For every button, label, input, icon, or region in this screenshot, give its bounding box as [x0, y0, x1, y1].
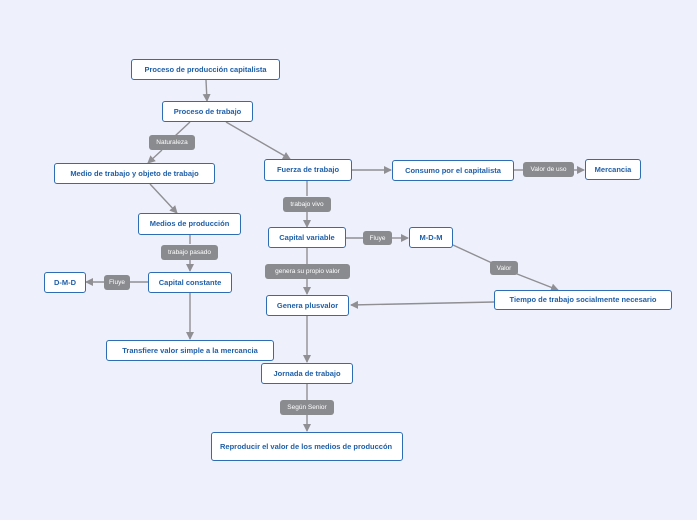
node-genera-plusvalor[interactable]: Genera plusvalor: [266, 295, 349, 316]
node-tiempo-trabajo-socialmente-necesario[interactable]: Tiempo de trabajo socialmente necesario: [494, 290, 672, 310]
tag-naturaleza[interactable]: Naturaleza: [149, 135, 195, 150]
edge-valor-to-tiempo: [511, 271, 559, 292]
node-proceso-produccion-capitalista[interactable]: Proceso de producción capitalista: [131, 59, 280, 80]
node-transfiere-valor-simple[interactable]: Transfiere valor simple a la mercancia: [106, 340, 274, 361]
tag-trabajo-vivo[interactable]: trabajo vivo: [283, 197, 331, 212]
node-m-d-m[interactable]: M-D-M: [409, 227, 453, 248]
tag-segun-senior[interactable]: Según Senior: [280, 400, 334, 415]
tag-genera-su-propio-valor[interactable]: genera su propio valor: [265, 264, 350, 279]
node-capital-variable[interactable]: Capital variable: [268, 227, 346, 248]
edge-trabajo-to-fuerza: [225, 121, 291, 160]
tag-fluye-mdm[interactable]: Fluye: [363, 231, 392, 245]
edge-tiempo-to-plusvalor: [350, 300, 495, 309]
node-medios-de-produccion[interactable]: Medios de producción: [138, 213, 241, 235]
node-consumo-por-capitalista[interactable]: Consumo por el capitalista: [392, 160, 514, 181]
node-capital-constante[interactable]: Capital constante: [148, 272, 232, 293]
node-fuerza-de-trabajo[interactable]: Fuerza de trabajo: [264, 159, 352, 181]
node-reproducir-valor-medios[interactable]: Reproducir el valor de los medios de pro…: [211, 432, 403, 461]
tag-fluye-dmd[interactable]: Fluye: [104, 275, 130, 290]
tag-valor[interactable]: Valor: [490, 261, 518, 275]
node-d-m-d[interactable]: D-M-D: [44, 272, 86, 293]
node-medio-trabajo-objeto[interactable]: Medio de trabajo y objeto de trabajo: [54, 163, 215, 184]
edge-trabajo-to-naturaleza: [174, 121, 191, 137]
node-mercancia[interactable]: Mercancia: [585, 159, 641, 180]
tag-trabajo-pasado[interactable]: trabajo pasado: [161, 245, 218, 260]
edge-naturaleza-to-medio: [147, 149, 163, 164]
edge-medio-to-medios: [149, 183, 178, 214]
tag-valor-de-uso[interactable]: Valor de uso: [523, 162, 574, 177]
edge-produccion-to-trabajo: [202, 79, 211, 102]
edge-mdm-to-valor: [452, 244, 493, 264]
node-jornada-de-trabajo[interactable]: Jornada de trabajo: [261, 363, 353, 384]
node-proceso-de-trabajo[interactable]: Proceso de trabajo: [162, 101, 253, 122]
